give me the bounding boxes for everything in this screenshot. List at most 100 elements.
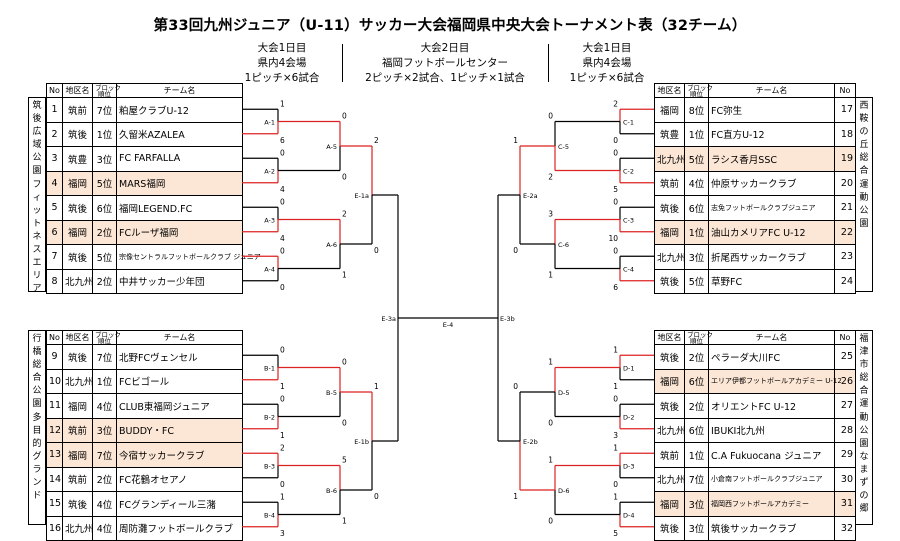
team-rank: 3位 xyxy=(684,515,709,541)
score-label: 0 xyxy=(548,419,553,428)
score-label: 0 xyxy=(280,197,285,206)
score-label: 2 xyxy=(613,99,618,108)
page-title: 第33回九州ジュニア（U-11）サッカー大会福岡県中央大会トーナメント表（32チ… xyxy=(153,18,747,34)
team-no: 22 xyxy=(834,219,856,245)
score-label: 0 xyxy=(613,197,618,206)
team-rank: 3位 xyxy=(92,146,117,172)
team-name: 志免フットボールクラブジュニア xyxy=(708,195,835,221)
team-rank: 2位 xyxy=(92,219,117,245)
header-rank-bottom: 順位 xyxy=(690,336,703,345)
score-label: 5 xyxy=(613,529,618,538)
team-area: 筑後 xyxy=(654,393,685,419)
team-name: FCグランディール三潴 xyxy=(116,491,243,517)
match-label: A-5 xyxy=(326,143,337,151)
header-team: チーム名 xyxy=(708,330,835,345)
header-no: No xyxy=(834,83,856,98)
team-area: 福岡 xyxy=(62,219,93,245)
match-label: D-2 xyxy=(623,414,635,422)
info-line: 大会1日目 xyxy=(582,42,632,54)
team-rank: 5位 xyxy=(92,170,117,196)
team-no: 13 xyxy=(46,442,63,468)
score-label: 4 xyxy=(280,234,285,243)
team-rank: 3位 xyxy=(92,417,117,443)
header-area: 地区名 xyxy=(62,330,93,345)
score-label: 3 xyxy=(613,431,618,440)
score-label: 1 xyxy=(613,345,618,354)
score-label: 1 xyxy=(280,431,285,440)
venue-top-right: 西鞍の丘総合運動公園 xyxy=(855,97,873,292)
match-label: C-1 xyxy=(623,119,634,127)
info-line: 大会2日目 xyxy=(420,42,470,54)
score-label: 0 xyxy=(613,148,618,157)
team-name: 中井サッカー少年団 xyxy=(116,268,243,294)
score-label: 4 xyxy=(280,185,285,194)
score-label: 1 xyxy=(280,492,285,501)
team-area: 北九州 xyxy=(654,244,686,270)
score-label: 5 xyxy=(613,185,618,194)
team-rank: 5位 xyxy=(684,268,709,294)
match-label: B-3 xyxy=(264,463,275,471)
score-label: 3 xyxy=(548,210,553,219)
team-area: 福岡 xyxy=(654,368,685,394)
team-rank: 2位 xyxy=(684,344,709,370)
team-rank: 5位 xyxy=(684,146,709,172)
score-label: 0 xyxy=(613,480,618,489)
team-rank: 6位 xyxy=(684,195,709,221)
team-name: 福岡西フットボールアカデミー xyxy=(708,491,835,517)
score-label: 0 xyxy=(280,148,285,157)
header-team: チーム名 xyxy=(116,83,243,98)
score-label: 1 xyxy=(548,271,553,280)
score-label: 1 xyxy=(613,492,618,501)
team-area: 筑前 xyxy=(654,442,685,468)
score-label: 2 xyxy=(548,173,553,182)
score-label: 0 xyxy=(513,246,518,255)
info-line: 大会1日目 xyxy=(257,42,307,54)
team-no: 32 xyxy=(834,515,856,541)
score-label: 0 xyxy=(280,394,285,403)
score-label: 0 xyxy=(374,246,379,255)
match-label: C-5 xyxy=(558,143,569,151)
match-label: D-4 xyxy=(623,512,635,520)
match-label: E-2a xyxy=(523,192,538,200)
score-label: 1 xyxy=(280,99,285,108)
match-label: C-2 xyxy=(623,168,634,176)
info-line: 2ピッチ×2試合、1ピッチ×1試合 xyxy=(365,72,525,84)
header-area: 地区名 xyxy=(654,330,685,345)
match-label: A-1 xyxy=(264,119,275,127)
match-label: D-1 xyxy=(623,365,635,373)
score-label: 6 xyxy=(613,283,618,292)
team-area: 筑前 xyxy=(62,97,93,123)
match-label: D-3 xyxy=(623,463,635,471)
team-area: 福岡 xyxy=(654,97,685,123)
team-name: ラシス香月SSC xyxy=(708,146,835,172)
match-label: A-3 xyxy=(264,217,275,225)
score-label: 5 xyxy=(342,456,347,465)
team-name: FCビゴール xyxy=(116,368,243,394)
score-label: 1 xyxy=(548,358,553,367)
team-name: MARS福岡 xyxy=(116,170,243,196)
team-area: 筑前 xyxy=(62,417,93,443)
day1-left-info: 大会1日目 県内4会場 1ピッチ×6試合 xyxy=(222,41,342,86)
team-rank: 7位 xyxy=(92,97,117,123)
match-label: B-1 xyxy=(264,365,275,373)
match-label: E-3b xyxy=(500,315,515,323)
header-rank-bottom: 順位 xyxy=(690,89,703,98)
venue-bottom-right: 福津市総合運動公園なまずの郷 xyxy=(855,330,873,525)
match-label: E-1a xyxy=(354,192,369,200)
score-label: 0 xyxy=(280,480,285,489)
team-name: 今宿サッカークラブ xyxy=(116,442,243,468)
score-label: 1 xyxy=(342,517,347,526)
team-rank: 1位 xyxy=(92,121,117,147)
